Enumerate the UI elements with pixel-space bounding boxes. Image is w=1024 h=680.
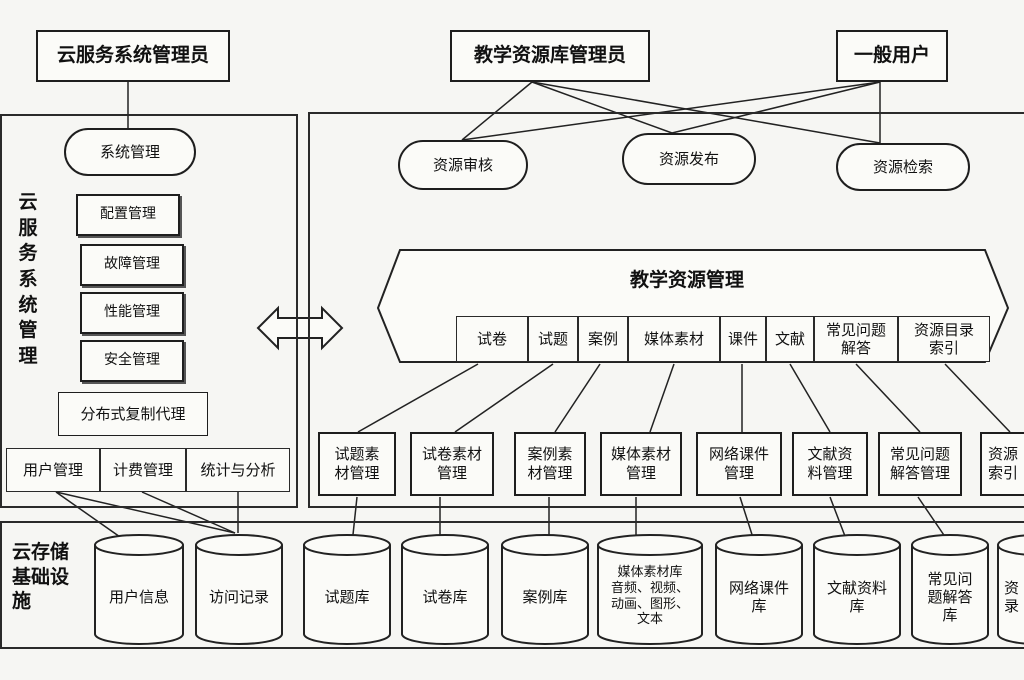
db-question-bank-label: 试题库	[324, 587, 370, 606]
user-management: 用户管理	[6, 448, 100, 492]
resource-services-panel	[308, 112, 1024, 508]
system-management: 系统管理	[64, 128, 196, 176]
db-faq-bank: 常见问 题解答 库	[910, 533, 990, 646]
category-media: 媒体素材	[628, 316, 720, 362]
case-material-management: 案例素 材管理	[514, 432, 586, 496]
category-exam-paper: 试卷	[456, 316, 528, 362]
db-access-log-label: 访问记录	[208, 587, 269, 606]
db-faq-bank-label: 常见问 题解答 库	[927, 569, 973, 624]
db-case-bank-label: 案例库	[522, 587, 568, 606]
db-courseware-bank-label: 网络课件 库	[728, 578, 789, 615]
db-paper-bank-label: 试卷库	[422, 587, 468, 606]
teaching-management-title: 教学资源管理	[630, 269, 745, 291]
cloud-storage-panel	[0, 521, 1024, 649]
config-management: 配置管理	[76, 194, 180, 236]
category-resource-index: 资源目录 索引	[898, 316, 990, 362]
index-management: 资源 索引	[980, 432, 1024, 496]
db-literature-bank-label: 文献资料 库	[826, 578, 887, 615]
literature-management: 文献资 料管理	[792, 432, 868, 496]
db-courseware-bank: 网络课件 库	[714, 533, 804, 646]
actor-general-user: 一般用户	[836, 30, 948, 82]
faq-management: 常见问题 解答管理	[878, 432, 962, 496]
category-case: 案例	[578, 316, 628, 362]
category-courseware: 课件	[720, 316, 766, 362]
statistics-analysis: 统计与分析	[186, 448, 290, 492]
question-material-management: 试题素 材管理	[318, 432, 396, 496]
paper-material-management: 试卷素材 管理	[410, 432, 494, 496]
db-access-log: 访问记录	[194, 533, 284, 646]
cloud-management-title: 云服务系统管理	[18, 191, 38, 367]
category-question: 试题	[528, 316, 578, 362]
db-index-bank: 资 录	[996, 533, 1024, 646]
db-question-bank: 试题库	[302, 533, 392, 646]
resource-review: 资源审核	[398, 140, 528, 190]
performance-management: 性能管理	[80, 292, 184, 334]
db-user-info: 用户信息	[93, 533, 185, 646]
actor-cloud-admin: 云服务系统管理员	[36, 30, 230, 82]
resource-search: 资源检索	[836, 143, 970, 191]
distributed-replication-agent: 分布式复制代理	[58, 392, 208, 436]
db-case-bank: 案例库	[500, 533, 590, 646]
fault-management: 故障管理	[80, 244, 184, 286]
cloud-management-panel	[0, 114, 298, 508]
cloud-storage-title: 云存储 基础设 施	[12, 541, 70, 613]
db-literature-bank: 文献资料 库	[812, 533, 902, 646]
courseware-management: 网络课件 管理	[696, 432, 782, 496]
billing-management: 计费管理	[100, 448, 186, 492]
db-paper-bank: 试卷库	[400, 533, 490, 646]
db-media-bank: 媒体素材库 音频、视频、 动画、图形、 文本	[596, 533, 704, 646]
resource-publish: 资源发布	[622, 133, 756, 185]
db-media-bank-label: 媒体素材库 音频、视频、 动画、图形、 文本	[610, 565, 689, 628]
db-user-info-label: 用户信息	[108, 587, 169, 606]
security-management: 安全管理	[80, 340, 184, 382]
category-literature: 文献	[766, 316, 814, 362]
category-faq: 常见问题 解答	[814, 316, 898, 362]
media-material-management: 媒体素材 管理	[600, 432, 682, 496]
actor-resource-admin: 教学资源库管理员	[450, 30, 650, 82]
db-index-bank-label: 资 录	[1004, 578, 1020, 615]
